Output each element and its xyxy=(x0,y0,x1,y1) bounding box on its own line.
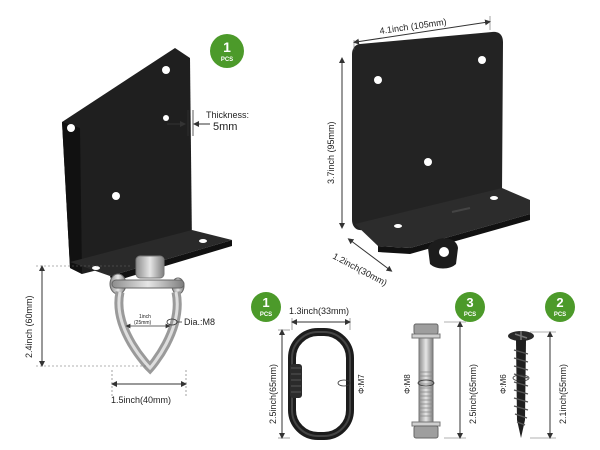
shackle-width-label: 1.5inch(40mm) xyxy=(111,395,171,405)
shackle-height-label: 2.4inch (60mm) xyxy=(24,295,34,358)
mount-hole xyxy=(374,76,382,84)
back-depth-label: 1.2inch(30mm) xyxy=(331,251,389,288)
badge-unit: PCS xyxy=(464,312,476,318)
badge-unit: PCS xyxy=(221,57,233,63)
mount-hole xyxy=(67,124,75,132)
qty-badge-front-bracket: 1 PCS xyxy=(210,34,244,68)
bolt-dia-label: Φ:M8 xyxy=(403,374,412,394)
eye-bolt xyxy=(411,323,441,439)
quick-link-dia-label: Φ:M7 xyxy=(357,374,366,394)
shackle-dia-label: Dia.:M8 xyxy=(184,317,215,327)
bolt-height-label: 2.5inch(65mm) xyxy=(468,364,478,424)
shackle-height-dimension: 2.4inch (60mm) xyxy=(24,265,146,367)
lag-screw xyxy=(508,331,534,438)
back-height-dimension: 3.7inch (95mm) xyxy=(326,57,345,229)
mount-hole xyxy=(424,158,432,166)
quick-link xyxy=(288,328,354,440)
front-bracket xyxy=(62,48,232,282)
qty-badge-screw: 2 PCS xyxy=(545,292,575,322)
quick-link-height-label: 2.5inch(65mm) xyxy=(268,364,278,424)
thickness-value: 5mm xyxy=(213,121,237,133)
thickness-label: Thickness: xyxy=(206,110,249,120)
qty-badge-quick-link: 1 PCS xyxy=(251,292,281,322)
quick-link-width-dimension: 1.3inch(33mm) xyxy=(289,306,351,330)
badge-unit: PCS xyxy=(554,312,566,318)
badge-unit: PCS xyxy=(260,312,272,318)
quick-link-height-dimension: 2.5inch(65mm) xyxy=(268,329,290,439)
screw-dia-label: Φ:M6 xyxy=(499,374,508,394)
back-bracket xyxy=(352,31,530,269)
back-height-label: 3.7inch (95mm) xyxy=(326,121,336,184)
badge-count: 3 xyxy=(466,295,473,310)
mount-hole xyxy=(478,56,486,64)
screw-height-label: 2.1inch(55mm) xyxy=(558,364,568,424)
screw-height-dimension: 2.1inch(55mm) xyxy=(530,331,568,439)
shackle-width-dimension: 1.5inch(40mm) xyxy=(111,370,187,405)
mount-hole xyxy=(112,192,120,200)
badge-count: 1 xyxy=(223,39,231,55)
quick-link-width-label: 1.3inch(33mm) xyxy=(289,306,349,316)
mount-hole xyxy=(163,115,169,121)
thickness-callout: Thickness: 5mm xyxy=(167,110,249,136)
qty-badge-bolt: 3 PCS xyxy=(455,292,485,322)
badge-count: 1 xyxy=(262,295,269,310)
bolt-height-dimension: 2.5inch(65mm) xyxy=(444,321,478,439)
mount-hole xyxy=(162,66,170,74)
shackle-inner-mm-label: (25mm) xyxy=(134,320,152,326)
shackle-inner-label: 1inch xyxy=(139,314,151,320)
badge-count: 2 xyxy=(556,295,563,310)
shackle-inner-dimension: 1inch (25mm) Dia.:M8 xyxy=(125,314,215,329)
